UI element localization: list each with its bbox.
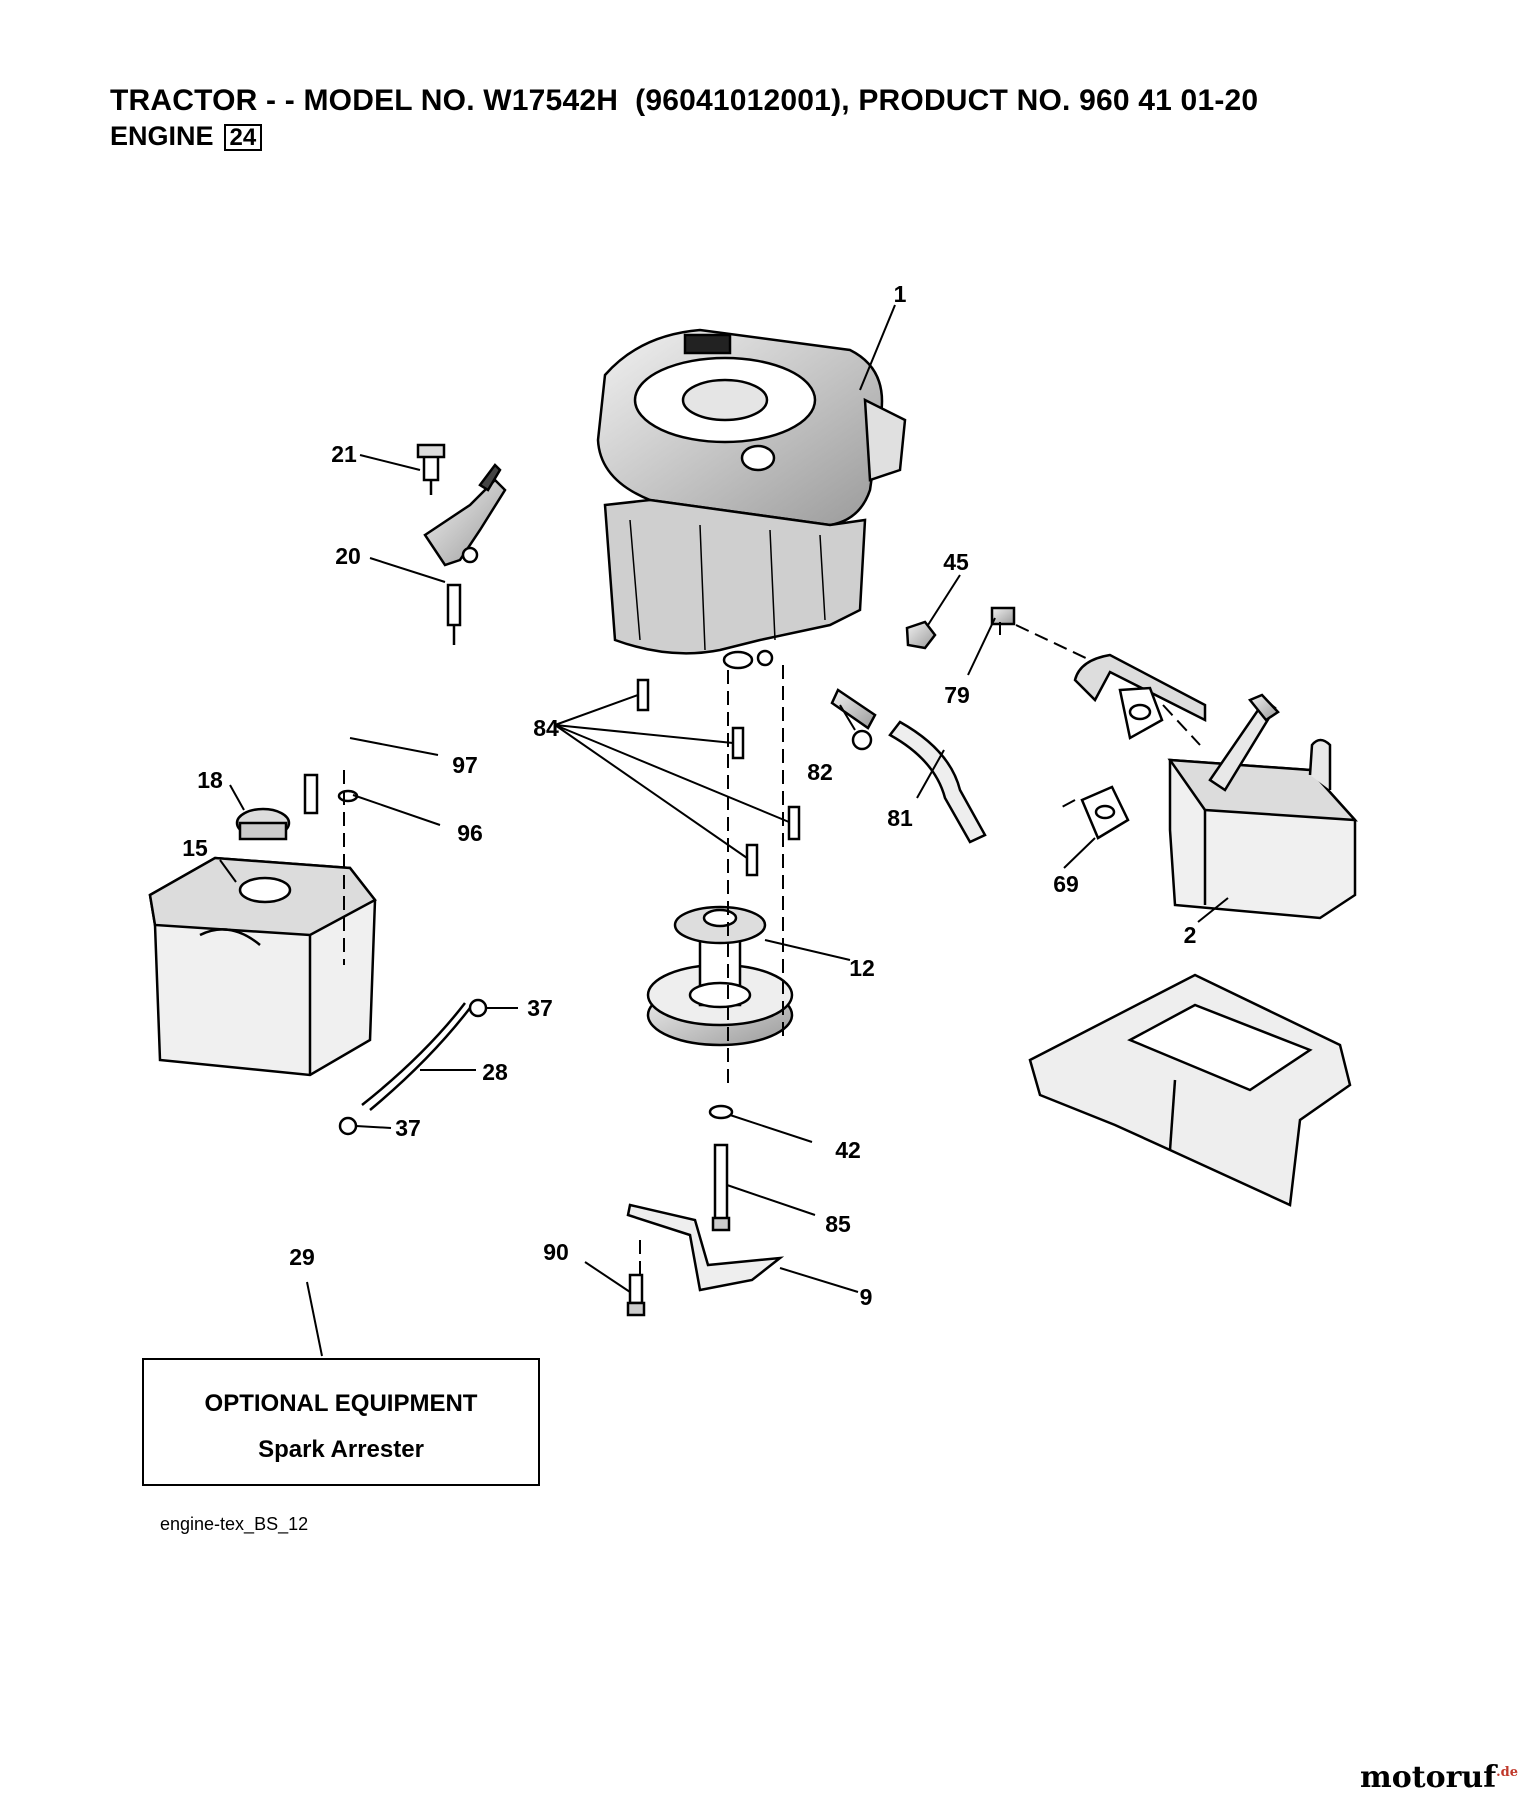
callout-90: 90 xyxy=(543,1239,569,1265)
engine-block xyxy=(596,328,907,670)
engine-pulley xyxy=(646,905,794,1047)
section-title: ENGINE 24 xyxy=(110,121,263,152)
callout-85: 85 xyxy=(825,1211,851,1237)
engine-bolts xyxy=(636,678,801,877)
callout-45: 45 xyxy=(943,549,969,575)
callout-69: 69 xyxy=(1053,871,1079,897)
optional-equipment-item: Spark Arrester xyxy=(258,1436,424,1463)
callout-15: 15 xyxy=(182,835,208,861)
callout-96: 96 xyxy=(457,820,483,846)
section-name: ENGINE xyxy=(110,121,214,151)
callout-28: 28 xyxy=(482,1059,508,1085)
callout-37-lower: 37 xyxy=(395,1115,421,1141)
page-title: TRACTOR - - MODEL NO. W17542H (960410120… xyxy=(110,84,1259,117)
watermark-logo: motoruf.de xyxy=(1360,1760,1518,1795)
optional-equipment-box: OPTIONAL EQUIPMENT Spark Arrester xyxy=(142,1358,540,1486)
fuel-filter xyxy=(830,688,987,844)
watermark-suffix: .de xyxy=(1496,1765,1519,1780)
muffler xyxy=(1073,653,1358,920)
engine-mounting-plate xyxy=(1028,973,1352,1207)
callout-21: 21 xyxy=(331,441,357,467)
callout-42: 42 xyxy=(835,1137,861,1163)
exhaust-fasteners xyxy=(905,606,1016,650)
callout-12: 12 xyxy=(849,955,875,981)
optional-equipment-title: OPTIONAL EQUIPMENT xyxy=(204,1390,478,1417)
callout-1: 1 xyxy=(894,281,907,307)
callout-79: 79 xyxy=(944,682,970,708)
callout-97: 97 xyxy=(452,752,478,778)
callout-37-upper: 37 xyxy=(527,995,553,1021)
callout-2: 2 xyxy=(1184,922,1197,948)
watermark-brand: motoruf xyxy=(1360,1760,1497,1795)
throttle-control xyxy=(416,443,507,645)
callout-81: 81 xyxy=(887,805,913,831)
section-number-badge: 24 xyxy=(223,124,263,151)
callout-84: 84 xyxy=(533,715,559,741)
callout-29: 29 xyxy=(289,1244,315,1270)
leader-lines xyxy=(219,304,1229,1357)
fuel-line xyxy=(338,998,488,1136)
callout-labels: 1 2 9 12 15 18 20 21 28 29 37 37 42 45 6… xyxy=(182,281,1196,1310)
mounting-hardware xyxy=(626,1104,785,1317)
callout-82: 82 xyxy=(807,759,833,785)
diagram-reference-code: engine-tex_BS_12 xyxy=(160,1514,309,1534)
callout-20: 20 xyxy=(335,543,361,569)
alignment-lines xyxy=(343,624,1201,1275)
callout-9: 9 xyxy=(860,1284,873,1310)
fuel-tank xyxy=(148,773,377,1077)
callout-18: 18 xyxy=(197,767,223,793)
